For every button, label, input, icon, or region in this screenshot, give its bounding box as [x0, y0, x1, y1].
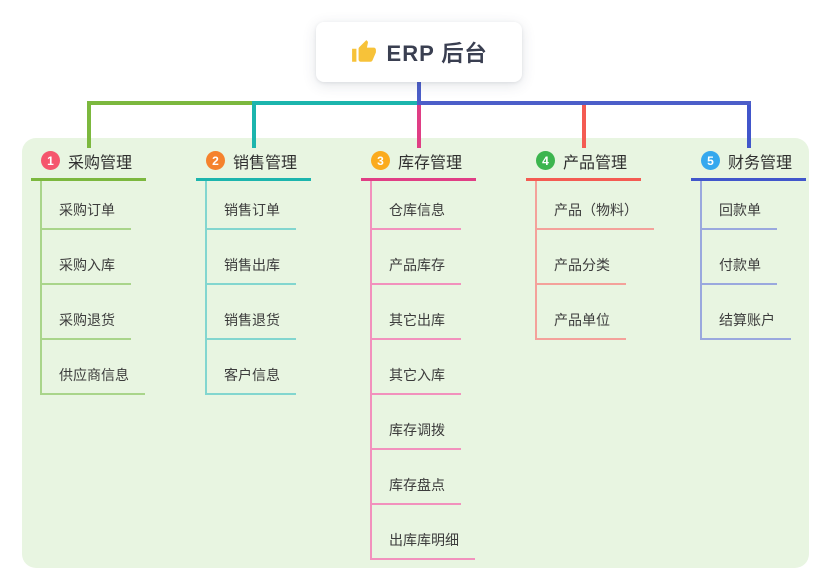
branch-child-item: 库存盘点: [372, 450, 461, 505]
branch-number-badge: 1: [41, 151, 60, 170]
branch-number-badge: 3: [371, 151, 390, 170]
branch-children: 仓库信息产品库存其它出库其它入库库存调拨库存盘点出库库明细: [370, 181, 475, 560]
branch-header: 2 销售管理: [196, 147, 312, 181]
root-node-title: ERP 后台: [386, 41, 488, 66]
branch-child-item: 付款单: [702, 230, 777, 285]
branch-child-item: 结算账户: [702, 285, 791, 340]
root-node-erp-backend: ERP 后台: [316, 22, 522, 82]
connector-drop-branch-5: [747, 105, 751, 148]
branch-number-badge: 5: [701, 151, 720, 170]
branch-children: 产品（物料）产品分类产品单位: [535, 181, 654, 340]
branches-background-panel: [22, 138, 809, 568]
branch-child-item: 采购入库: [42, 230, 131, 285]
branch-number-badge: 4: [536, 151, 555, 170]
connector-rail-right: [417, 101, 751, 105]
branch-4: 4 产品管理 产品（物料）产品分类产品单位: [526, 147, 654, 340]
branch-child-item: 仓库信息: [372, 181, 461, 230]
branch-child-item: 销售出库: [207, 230, 296, 285]
branch-child-item: 回款单: [702, 181, 777, 230]
branch-label: 采购管理: [68, 154, 133, 172]
branch-label: 财务管理: [728, 154, 793, 172]
branch-child-item: 出库库明细: [372, 505, 475, 560]
branch-1: 1 采购管理 采购订单采购入库采购退货供应商信息: [31, 147, 147, 395]
branch-child-item: 供应商信息: [42, 340, 145, 395]
branch-child-item: 客户信息: [207, 340, 296, 395]
branch-label: 销售管理: [233, 154, 298, 172]
branch-child-item: 采购订单: [42, 181, 131, 230]
branch-child-item: 销售退货: [207, 285, 296, 340]
branch-child-item: 其它出库: [372, 285, 461, 340]
branch-child-item: 产品单位: [537, 285, 626, 340]
branch-header: 3 库存管理: [361, 147, 477, 181]
branch-2: 2 销售管理 销售订单销售出库销售退货客户信息: [196, 147, 312, 395]
branch-child-item: 销售订单: [207, 181, 296, 230]
branch-child-item: 其它入库: [372, 340, 461, 395]
connector-drop-branch-4: [582, 105, 586, 148]
branch-label: 库存管理: [398, 154, 463, 172]
branch-3: 3 库存管理 仓库信息产品库存其它出库其它入库库存调拨库存盘点出库库明细: [361, 147, 477, 560]
connector-rail-middle: [252, 101, 417, 105]
branch-children: 采购订单采购入库采购退货供应商信息: [40, 181, 145, 395]
connector-drop-branch-2: [252, 105, 256, 148]
branch-header: 4 产品管理: [526, 147, 642, 181]
connector-root-vertical: [417, 81, 421, 101]
thumbs-up-icon: [351, 39, 377, 65]
branch-label: 产品管理: [563, 154, 628, 172]
branch-children: 销售订单销售出库销售退货客户信息: [205, 181, 296, 395]
branch-header: 1 采购管理: [31, 147, 147, 181]
connector-rail-left: [87, 101, 256, 105]
connector-drop-branch-3: [417, 105, 421, 148]
branch-child-item: 产品分类: [537, 230, 626, 285]
branch-child-item: 产品（物料）: [537, 181, 654, 230]
branch-header: 5 财务管理: [691, 147, 807, 181]
branch-5: 5 财务管理 回款单付款单结算账户: [691, 147, 807, 340]
branch-child-item: 产品库存: [372, 230, 461, 285]
branch-child-item: 库存调拨: [372, 395, 461, 450]
branch-children: 回款单付款单结算账户: [700, 181, 791, 340]
branch-child-item: 采购退货: [42, 285, 131, 340]
branch-number-badge: 2: [206, 151, 225, 170]
connector-drop-branch-1: [87, 105, 91, 148]
